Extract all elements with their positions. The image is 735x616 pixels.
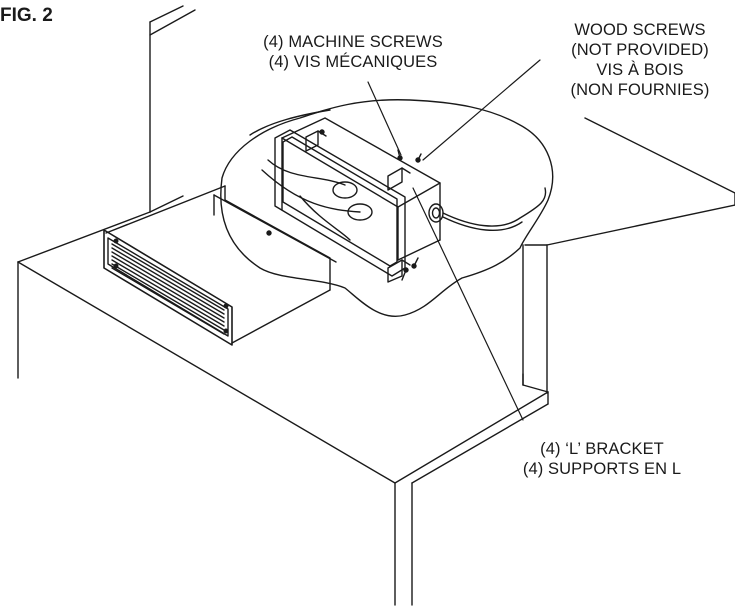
duct bbox=[105, 185, 337, 344]
figure-label: FIG. 2 bbox=[0, 5, 53, 26]
cutaway-inner bbox=[249, 109, 331, 136]
machine-screws-fr: (4) VIS MÉCANIQUES bbox=[268, 53, 438, 71]
l-bracket-en: (4) ‘L’ BRACKET bbox=[540, 440, 664, 458]
screws bbox=[266, 129, 422, 281]
wood-screws-label: WOOD SCREWS (NOT PROVIDED) VIS À BOIS (N… bbox=[540, 20, 735, 100]
cutaway-outline bbox=[220, 99, 554, 318]
wood-screws-fr-2: (NON FOURNIES) bbox=[570, 81, 710, 99]
fan-motor bbox=[261, 159, 373, 241]
leader-lines bbox=[367, 59, 541, 421]
back-wall bbox=[149, 5, 196, 213]
wood-screws-en-1: WOOD SCREWS bbox=[574, 21, 706, 39]
wall-grille bbox=[103, 229, 233, 346]
l-bracket-label: (4) ‘L’ BRACKET (4) SUPPORTS EN L bbox=[452, 439, 735, 479]
lower-cabinet bbox=[17, 211, 549, 606]
wood-screws-fr-1: VIS À BOIS bbox=[596, 61, 684, 79]
wood-screws-en-2: (NOT PROVIDED) bbox=[571, 41, 709, 59]
machine-screws-label: (4) MACHINE SCREWS (4) VIS MÉCANIQUES bbox=[218, 32, 488, 72]
power-cord bbox=[428, 187, 547, 232]
l-bracket-fr: (4) SUPPORTS EN L bbox=[522, 460, 682, 478]
upper-shelf bbox=[522, 117, 735, 394]
machine-screws-en: (4) MACHINE SCREWS bbox=[263, 33, 443, 51]
